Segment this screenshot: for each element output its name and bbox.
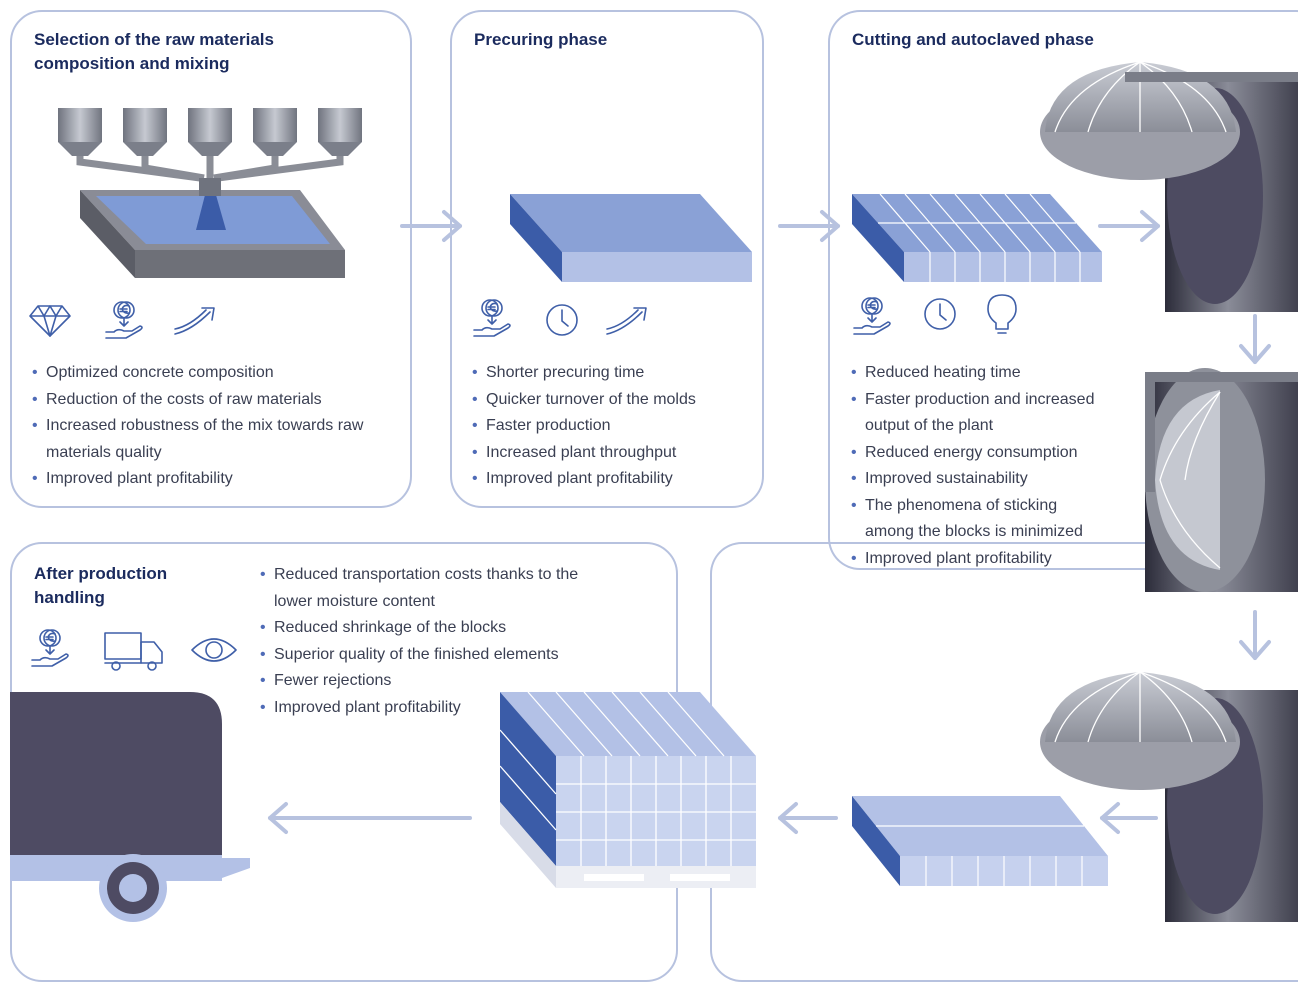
panel-mixing: [10, 10, 412, 508]
list-item: Improved sustainability: [851, 466, 1101, 493]
cut-blocks-top: [852, 193, 1102, 282]
precured-slab: [510, 194, 752, 282]
list-item: Fewer rejections: [260, 668, 620, 695]
mixer-illustration: [58, 108, 362, 278]
title-handling: After production handling: [34, 564, 168, 607]
arrow-down-1: [1239, 314, 1271, 364]
pallet-stack: [499, 691, 756, 888]
list-item: Quicker turnover of the molds: [472, 387, 752, 414]
euro-hand-icon: [853, 297, 891, 335]
list-item: Optimized concrete composition: [32, 360, 372, 387]
autoclave-middle: [1145, 368, 1298, 592]
clock-icon: [924, 298, 956, 330]
list-item: Reduced shrinkage of the blocks: [260, 615, 620, 642]
clock-icon: [546, 304, 578, 336]
eye-icon: [191, 638, 237, 662]
euro-hand-icon: [105, 301, 143, 339]
flow-arrows: [268, 210, 1271, 834]
hoppers: [58, 108, 362, 156]
arrow-right-2: [778, 210, 840, 242]
list-item: Reduced energy consumption: [851, 440, 1101, 467]
trend-arrow-icon: [174, 307, 215, 335]
cut-blocks-bottom: [852, 796, 1108, 886]
autoclave-bottom: [1040, 671, 1298, 922]
trend-arrow-icon: [606, 307, 647, 335]
arrow-right-3: [1098, 210, 1160, 242]
list-precuring: Shorter precuring time Quicker turnover …: [472, 360, 752, 493]
euro-hand-icon: [473, 299, 511, 337]
list-item: Reduced heating time: [851, 360, 1101, 387]
list-item: The phenomena of sticking among the bloc…: [851, 493, 1101, 546]
euro-hand-icon: [31, 629, 69, 667]
pour-stream: [196, 195, 226, 230]
list-handling: Reduced transportation costs thanks to t…: [260, 562, 620, 721]
list-mixing: Optimized concrete composition Reduction…: [32, 360, 372, 493]
autoclave-top: [1040, 61, 1298, 312]
title-precuring: Precuring phase: [474, 30, 608, 49]
truck-icon: [104, 632, 163, 671]
list-item: Shorter precuring time: [472, 360, 752, 387]
list-item: Reduced transportation costs thanks to t…: [260, 562, 620, 615]
process-illustration: [10, 61, 1298, 922]
list-item: Reduction of the costs of raw materials: [32, 387, 372, 414]
arrow-left-3: [268, 802, 472, 834]
list-item: Improved plant profitability: [260, 695, 620, 722]
list-item: Increased robustness of the mix towards …: [32, 413, 372, 466]
list-item: Improved plant profitability: [32, 466, 372, 493]
title-mixing: Selection of the raw materials compositi…: [34, 30, 274, 73]
arrow-right-1: [400, 210, 462, 242]
arrow-left-2: [778, 802, 838, 834]
truck-illustration: [10, 692, 250, 922]
title-autoclave: Cutting and autoclaved phase: [852, 30, 1094, 49]
list-item: Superior quality of the finished element…: [260, 642, 620, 669]
arrow-down-2: [1239, 610, 1271, 660]
lightbulb-icon: [987, 294, 1017, 334]
panel-precuring: [450, 10, 764, 508]
list-item: Faster production: [472, 413, 752, 440]
arrow-left-1: [1100, 802, 1158, 834]
list-item: Improved plant profitability: [472, 466, 752, 493]
list-item: Improved plant profitability: [851, 546, 1101, 573]
list-item: Faster production and increased output o…: [851, 387, 1101, 440]
mold-front: [135, 250, 345, 278]
mold-side: [80, 190, 135, 278]
diamond-icon: [29, 305, 71, 337]
list-autoclave: Reduced heating time Faster production a…: [851, 360, 1101, 572]
list-item: Increased plant throughput: [472, 440, 752, 467]
